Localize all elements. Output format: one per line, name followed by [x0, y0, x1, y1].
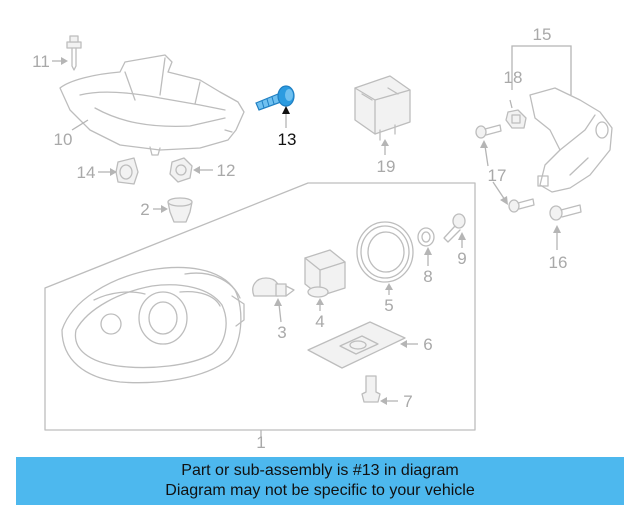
- parts-diagram: 1 2 3 4 5 6 7 8 9 10 11 12 13 14 15 16 1…: [32, 25, 613, 452]
- banner-line-part-number: Part or sub-assembly is #13 in diagram: [181, 462, 459, 479]
- socket-part-14[interactable]: [115, 157, 139, 185]
- callout-15-bracket: [511, 45, 572, 95]
- clip-part-18[interactable]: [505, 109, 527, 129]
- banner-line-disclaimer: Diagram may not be specific to your vehi…: [165, 482, 475, 499]
- callout-4[interactable]: 4: [315, 312, 324, 331]
- oring-part-8[interactable]: [417, 227, 435, 247]
- callout-16[interactable]: 16: [549, 253, 568, 272]
- callout-1[interactable]: 1: [256, 433, 265, 452]
- callout-19[interactable]: 19: [377, 157, 396, 176]
- bolt-part-13[interactable]: [255, 85, 295, 111]
- pin-part-7[interactable]: [361, 375, 381, 403]
- socket-housing-part-4[interactable]: [304, 249, 346, 298]
- assembly-outline-part-1: [44, 182, 476, 431]
- callout-10[interactable]: 10: [54, 130, 73, 149]
- headlamp-part-1[interactable]: [61, 266, 245, 384]
- callout-5[interactable]: 5: [384, 296, 393, 315]
- plate-part-6[interactable]: [307, 321, 406, 369]
- bolt-part-17-upper[interactable]: [475, 124, 502, 139]
- nut-part-12[interactable]: [169, 157, 193, 183]
- callout-11[interactable]: 11: [32, 52, 50, 71]
- screw-part-9[interactable]: [443, 213, 466, 243]
- callout-13[interactable]: 13: [278, 130, 297, 149]
- bolt-part-16[interactable]: [549, 204, 582, 221]
- grommet-part-2[interactable]: [167, 197, 193, 223]
- callout-7[interactable]: 7: [403, 392, 412, 411]
- callout-2[interactable]: 2: [140, 200, 149, 219]
- callout-3[interactable]: 3: [277, 323, 286, 342]
- bulb-part-3[interactable]: [252, 277, 295, 297]
- cover-part-5[interactable]: [356, 221, 414, 283]
- bolt-part-11[interactable]: [66, 35, 82, 71]
- callout-6[interactable]: 6: [423, 335, 432, 354]
- callout-8[interactable]: 8: [423, 267, 432, 286]
- callout-labels: 1 2 3 4 5 6 7 8 9 10 11 12 13 14 15 16 1…: [32, 25, 567, 452]
- module-part-19[interactable]: [354, 75, 411, 141]
- bracket-part-10[interactable]: [59, 54, 245, 156]
- callout-9[interactable]: 9: [457, 249, 466, 268]
- callout-12[interactable]: 12: [217, 161, 236, 180]
- callout-14[interactable]: 14: [77, 163, 96, 182]
- bolt-part-17-lower[interactable]: [508, 198, 535, 213]
- callout-15[interactable]: 15: [533, 25, 552, 44]
- callout-18[interactable]: 18: [504, 68, 523, 87]
- leader-lines: [52, 57, 561, 438]
- info-banner: Part or sub-assembly is #13 in diagram D…: [16, 457, 624, 505]
- bracket-part-15[interactable]: [529, 87, 613, 193]
- callout-17[interactable]: 17: [488, 166, 507, 185]
